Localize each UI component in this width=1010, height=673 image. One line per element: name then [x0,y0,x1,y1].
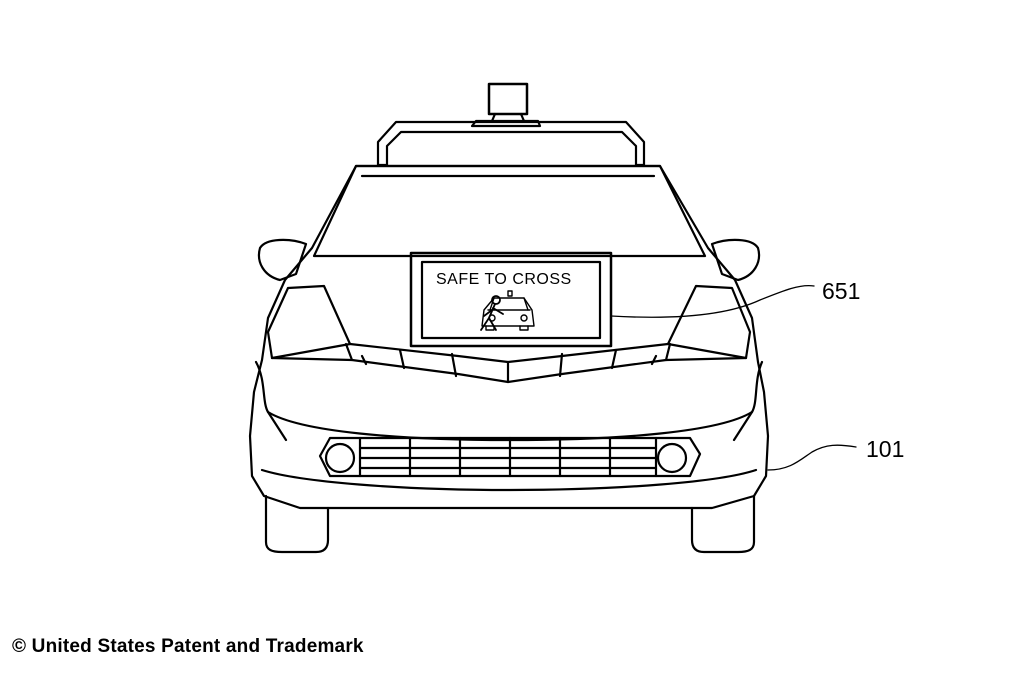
wheels [264,494,756,554]
leader-line-101 [767,444,857,471]
headlights [266,284,752,360]
roof-sensor [470,82,542,128]
leader-line-651 [610,284,815,318]
copyright-notice: © United States Patent and Trademark [12,636,364,657]
upper-grille [270,342,748,384]
display-panel: SAFE TO CROSS [409,251,613,348]
roof-rack [376,120,646,167]
car-pictogram-icon [481,290,535,331]
side-mirrors [257,238,761,282]
vehicle-body [248,164,770,510]
lower-grille [318,436,702,478]
bumper [254,360,764,492]
reference-label-101: 101 [866,436,904,462]
display-message: SAFE TO CROSS [436,271,572,288]
leader-lines [610,284,857,471]
pedestrian-icon [480,295,504,331]
reference-label-651: 651 [822,278,860,304]
